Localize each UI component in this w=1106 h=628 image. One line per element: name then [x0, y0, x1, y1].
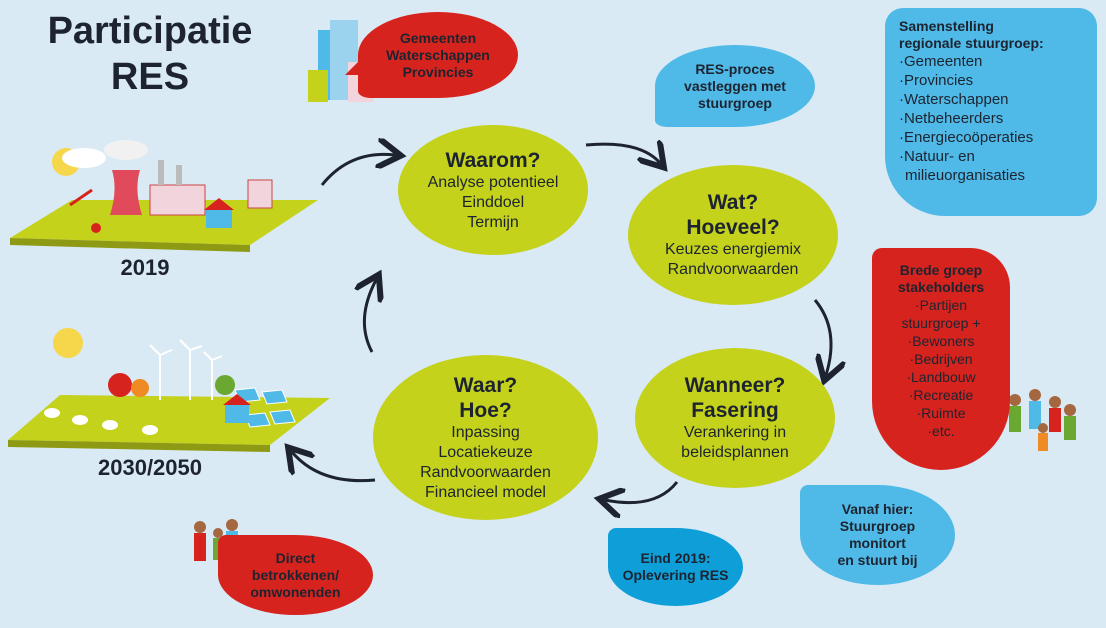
arrow-up-to-waarom	[364, 280, 376, 353]
page-title: Participatie RES	[30, 8, 270, 100]
bubble-line: Provincies	[402, 63, 474, 80]
page-title-line: Participatie	[47, 10, 253, 52]
wanneer-ellipse: Wanneer? Fasering Verankering in beleids…	[635, 348, 835, 488]
ellipse-line: Analyse potentieel	[427, 173, 559, 191]
bubble-line: Oplevering RES	[622, 567, 729, 583]
ellipse-line: Randvoorwaarden	[420, 463, 551, 481]
arrow-to-waarom	[320, 154, 395, 186]
vanaf-hier-bubble: Vanaf hier: Stuurgroep monitort en stuur…	[800, 485, 955, 585]
list-item: ·etc.	[927, 423, 955, 439]
ellipse-heading: Hoe?	[459, 398, 512, 422]
list-item: ·Energiecoöperaties	[899, 129, 1034, 146]
bubble-line: Gemeenten	[399, 29, 477, 46]
ellipse-heading: Fasering	[691, 399, 779, 422]
waar-ellipse: Waar? Hoe? Inpassing Locatiekeuze Randvo…	[373, 355, 598, 520]
bubble-line: en stuurt bij	[837, 552, 918, 568]
ellipse-line: Randvoorwaarden	[667, 261, 799, 278]
heading-line: regionale stuurgroep:	[899, 35, 1044, 51]
samenstelling-list: ·Gemeenten ·Provincies ·Waterschappen ·N…	[899, 52, 1083, 185]
direct-betrokkenen-bubble: Direct betrokkenen/ omwonenden	[218, 535, 373, 615]
list-item: ·Bewoners	[907, 333, 975, 349]
landscape-2019-illustration	[10, 140, 318, 252]
list-item: ·Ruimte	[916, 405, 966, 421]
bubble-line: Waterschappen	[386, 46, 490, 63]
list-item: ·Gemeenten	[899, 53, 983, 70]
bubble-line: Eind 2019:	[640, 550, 711, 566]
ellipse-line: Inpassing	[451, 423, 520, 441]
ellipse-heading: Waarom?	[445, 148, 541, 172]
res-proces-bubble: RES-proces vastleggen met stuurgroep	[655, 45, 815, 127]
list-item: ·Waterschappen	[899, 91, 1009, 108]
heading-line: Brede groep	[899, 262, 983, 278]
ellipse-line: Termijn	[467, 213, 519, 231]
ellipse-line: Einddoel	[461, 193, 525, 211]
ellipse-line: Verankering in	[683, 424, 787, 441]
list-item: milieuorganisaties	[905, 167, 1026, 184]
arrow-to-wat	[585, 144, 660, 163]
brede-groep-heading: Brede groep stakeholders	[878, 262, 1004, 296]
waarom-ellipse: Waarom? Analyse potentieel Einddoel Term…	[398, 125, 588, 255]
heading-line: Samenstelling	[899, 18, 994, 34]
samenstelling-heading: Samenstelling regionale stuurgroep:	[899, 18, 1083, 52]
list-item: ·Bedrijven	[909, 351, 973, 367]
samenstelling-box: Samenstelling regionale stuurgroep: ·Gem…	[885, 8, 1097, 216]
bubble-line: Direct	[275, 549, 316, 566]
bubble-line: vastleggen met	[684, 77, 786, 94]
list-item: ·Recreatie	[908, 387, 974, 403]
bubble-line: omwonenden	[250, 583, 341, 600]
bubble-line: Vanaf hier:	[841, 501, 914, 517]
heading-line: stakeholders	[897, 279, 985, 295]
bubble-line: stuurgroep	[698, 94, 772, 111]
wat-ellipse: Wat? Hoeveel? Keuzes energiemix Randvoor…	[628, 165, 838, 305]
ellipse-line: beleidsplannen	[681, 444, 789, 461]
ellipse-heading: Waar?	[453, 373, 518, 397]
list-item: ·Landbouw	[906, 369, 976, 385]
arrow-to-waar	[605, 481, 679, 503]
stakeholder-people-illustration	[1009, 389, 1076, 451]
bubble-line: monitort	[849, 535, 906, 551]
list-item: stuurgroep +	[901, 315, 981, 331]
year-2030-label: 2030/2050	[98, 455, 202, 480]
list-item: ·Netbeheerders	[899, 110, 1004, 127]
ellipse-line: Financieel model	[425, 483, 546, 501]
ellipse-heading: Hoeveel?	[686, 216, 780, 239]
ellipse-line: Keuzes energiemix	[664, 241, 802, 258]
bubble-line: betrokkenen/	[251, 566, 340, 583]
ellipse-heading: Wat?	[707, 191, 759, 214]
arrow-to-2030	[292, 452, 376, 483]
gemeenten-bubble: Gemeenten Waterschappen Provincies	[358, 12, 518, 98]
year-2019-label: 2019	[120, 255, 170, 280]
eind-2019-bubble: Eind 2019: Oplevering RES	[608, 528, 743, 606]
list-item: ·Natuur- en	[899, 148, 975, 165]
bubble-line: Stuurgroep	[839, 518, 916, 534]
landscape-2030-illustration	[8, 328, 330, 452]
list-item: ·Provincies	[899, 72, 974, 89]
ellipse-heading: Wanneer?	[684, 374, 786, 397]
page-title-line: RES	[110, 56, 190, 98]
list-item: ·Partijen	[914, 297, 968, 313]
cycle-arrows	[292, 144, 831, 503]
ellipse-line: Locatiekeuze	[438, 443, 533, 461]
arrow-to-wanneer	[813, 299, 831, 375]
bubble-line: RES-proces	[695, 60, 775, 77]
brede-groep-box: Brede groep stakeholders ·Partijen stuur…	[872, 248, 1010, 470]
brede-groep-list: ·Partijen stuurgroep + ·Bewoners ·Bedrij…	[878, 296, 1004, 440]
